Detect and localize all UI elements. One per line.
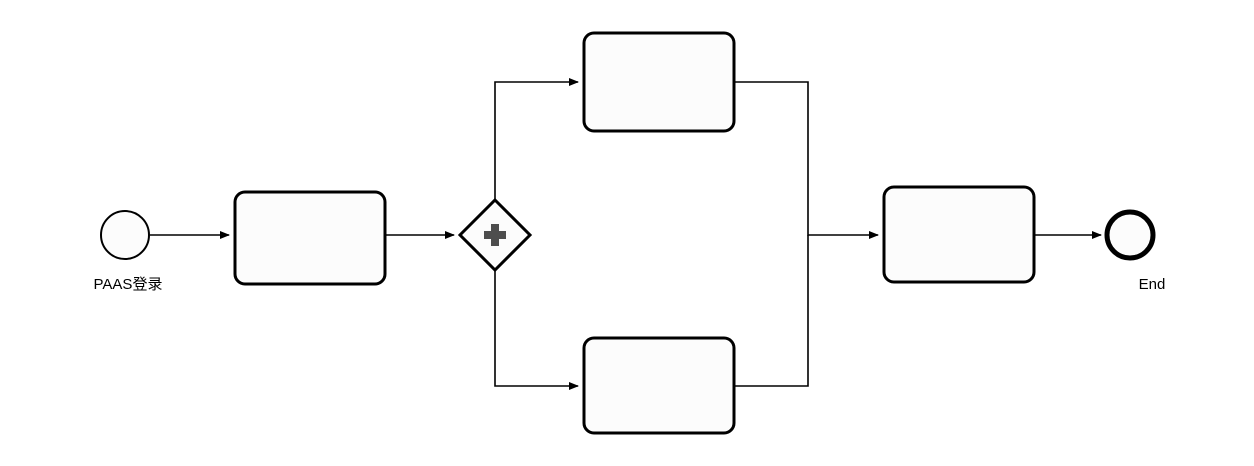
start-event-paas-login[interactable]: PAAS登录 <box>94 210 163 293</box>
task-bottom-box[interactable] <box>582 336 736 435</box>
end-event-circle[interactable] <box>1104 209 1156 261</box>
task-1-box[interactable] <box>233 190 387 286</box>
end-event-label: End <box>1139 276 1166 293</box>
sequence-flow-gateway-to-task-bottom[interactable] <box>494 270 579 390</box>
task-top-box[interactable] <box>582 31 736 133</box>
task-final[interactable] <box>882 185 1036 284</box>
task-top[interactable] <box>582 31 736 133</box>
task-bottom[interactable] <box>582 336 736 435</box>
sequence-flow-layer <box>150 78 1102 390</box>
start-event-circle[interactable] <box>100 210 150 260</box>
sequence-flow-task-bottom-to-join[interactable] <box>734 235 809 387</box>
sequence-flow-task-top-to-join[interactable] <box>734 81 879 239</box>
parallel-gateway[interactable] <box>457 197 533 273</box>
sequence-flow-gateway-to-task-top[interactable] <box>494 78 579 200</box>
end-event[interactable]: End <box>1104 209 1166 293</box>
start-event-label: PAAS登录 <box>94 276 163 293</box>
task-final-box[interactable] <box>882 185 1036 284</box>
plus-icon <box>484 224 506 246</box>
task-1[interactable] <box>233 190 387 286</box>
